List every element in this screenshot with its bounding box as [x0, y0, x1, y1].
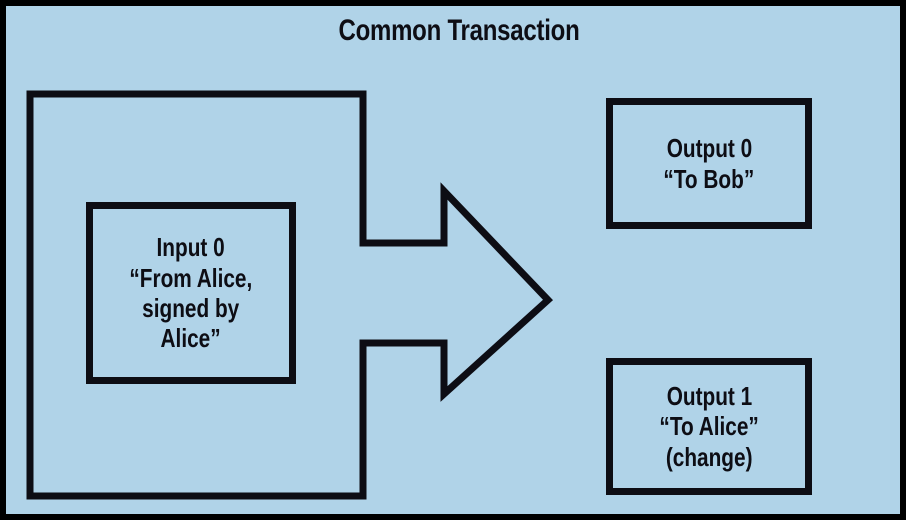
output-0-line-1: Output 0: [666, 133, 752, 164]
output-1-line-3: (change): [665, 441, 753, 472]
input-0-box[interactable]: Input 0 “From Alice, signed by Alice”: [86, 202, 296, 384]
output-1-box[interactable]: Output 1 “To Alice” (change): [606, 358, 812, 495]
output-0-line-2: “To Bob”: [663, 163, 755, 194]
input-0-line-2: “From Alice,: [129, 262, 253, 293]
transaction-flow-outline: [26, 90, 554, 500]
output-1-line-1: Output 1: [666, 380, 752, 411]
page-title: Common Transaction: [338, 14, 580, 47]
input-0-line-1: Input 0: [156, 232, 226, 263]
input-0-line-4: Alice”: [160, 323, 222, 354]
input-0-line-3: signed by: [142, 293, 240, 323]
output-0-box[interactable]: Output 0 “To Bob”: [606, 98, 812, 229]
output-1-line-2: “To Alice”: [659, 411, 759, 442]
transaction-container-arrow-path: [26, 90, 554, 500]
